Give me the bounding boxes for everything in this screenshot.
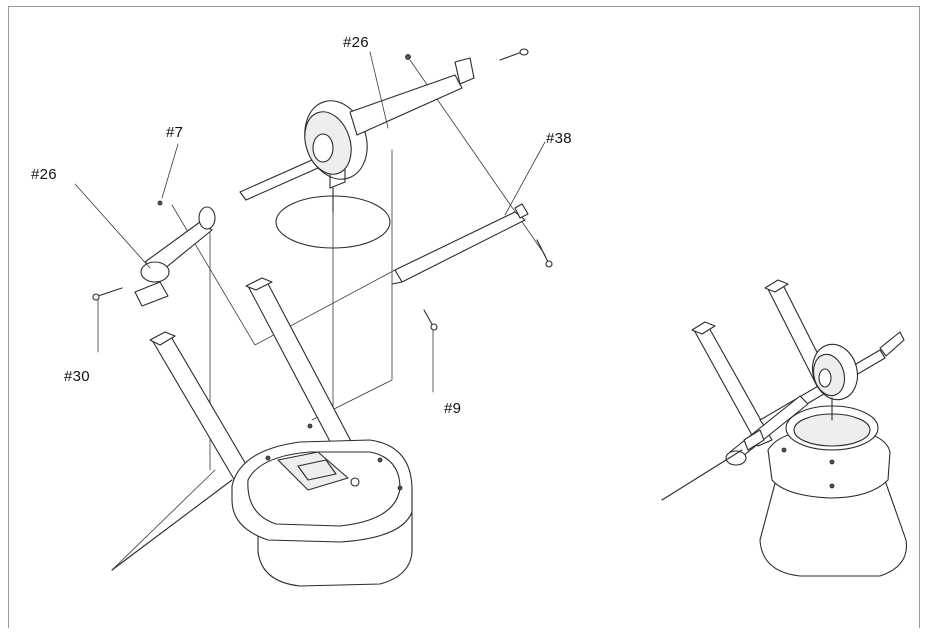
callout-26-top: #26 [343,34,369,51]
leader-lines [74,51,546,393]
callout-26-left: #26 [31,166,57,183]
assembled-view [661,279,908,577]
bracket-arm [92,200,216,307]
callout-30: #30 [64,368,90,385]
stand-base [111,423,413,587]
callout-38: #38 [546,130,572,147]
callout-7: #7 [166,124,183,141]
drawing-frame [8,6,920,628]
support-bar [391,203,553,331]
exploded-view: #26 #7 #26 #38 #30 #9 [31,34,572,587]
pulley-shaft-assembly [239,48,529,249]
stand-legs [149,277,363,487]
callout-9: #9 [444,400,461,417]
